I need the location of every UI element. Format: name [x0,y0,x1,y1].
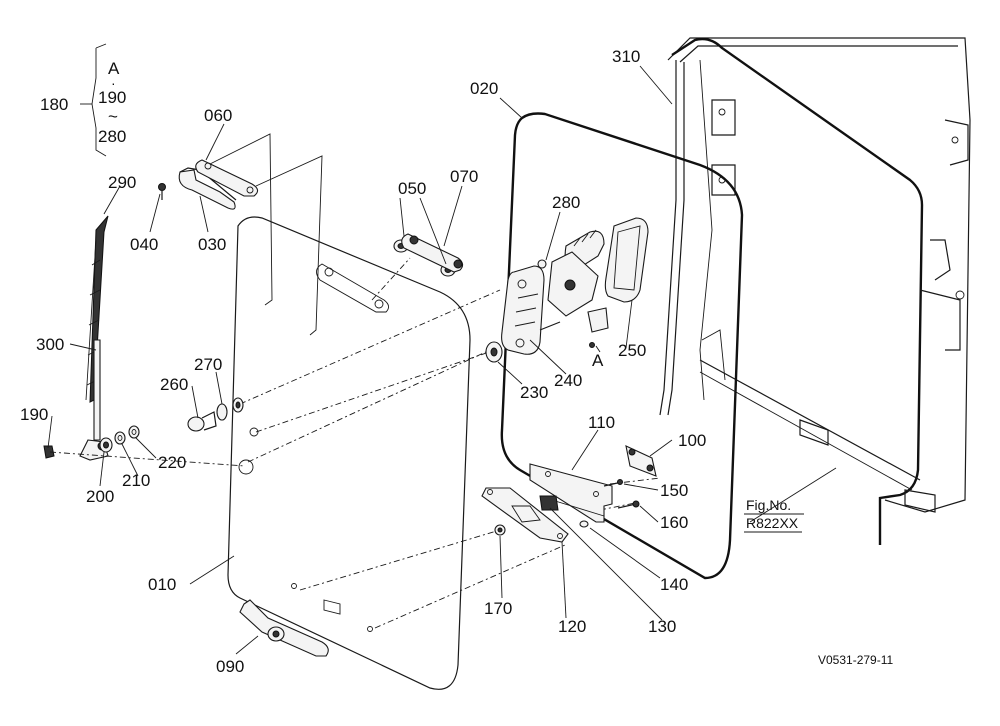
label-200: 200 [86,487,114,506]
label-240: 240 [554,371,582,390]
label-100: 100 [678,431,706,450]
callout-labels: 180 A · 190 ~ 280 060 030 040 290 050 07… [20,47,706,676]
label-300: 300 [36,335,64,354]
glass-holes [238,263,389,632]
wiper-motor [539,229,609,348]
nut-200 [99,437,113,453]
label-120: 120 [558,617,586,636]
door-glass-020 [500,112,744,580]
latch-plate-110 [529,463,613,523]
grommet-230 [485,341,503,363]
fig-ref-number: R822XX [746,515,799,531]
label-050: 050 [398,179,426,198]
drawing-id: V0531-279-11 [818,653,893,667]
label-020: 020 [470,79,498,98]
link-070 [401,233,464,273]
motor-bracket-240 [501,265,545,355]
figure-reference: Fig.No. R822XX [744,497,804,533]
fig-ref-label: Fig.No. [746,497,791,513]
door-glass-010 [227,216,471,690]
washer-280 [537,259,547,269]
label-ref-a: A [592,351,604,370]
screw-150 [603,479,623,487]
label-160: 160 [660,513,688,532]
leader-060 [209,133,323,336]
gasket-060 [195,159,259,197]
label-260: 260 [160,375,188,394]
grommet-270 [216,397,244,421]
label-130: 130 [648,617,676,636]
label-140: 140 [660,575,688,594]
screw-160 [617,500,640,509]
label-180-range-start: 190 [98,88,126,107]
label-150: 150 [660,481,688,500]
motor-cover-250 [604,217,649,303]
label-040: 040 [130,235,158,254]
label-280: 280 [552,193,580,212]
label-230: 230 [520,383,548,402]
label-090: 090 [216,657,244,676]
door-handle-090 [239,599,329,657]
label-060: 060 [204,106,232,125]
label-180-range-end: 280 [98,127,126,146]
label-010: 010 [148,575,176,594]
cap-nut-260 [187,411,217,432]
label-110: 110 [588,413,615,432]
label-170: 170 [484,599,512,618]
nut-170 [494,524,506,536]
cap-190 [43,445,55,459]
door-frame-310 [659,37,971,545]
label-290: 290 [108,173,136,192]
handle-030 [178,167,237,210]
label-250: 250 [618,341,646,360]
label-220: 220 [158,453,186,472]
striker-100 [625,445,657,477]
label-310: 310 [612,47,640,66]
label-180-range-dot: · [111,75,116,91]
label-270: 270 [194,355,222,374]
label-210: 210 [122,471,150,490]
leader-lines [47,43,837,655]
label-030: 030 [198,235,226,254]
label-190: 190 [20,405,48,424]
screw-040 [158,183,166,200]
screw-140 [579,520,589,528]
label-180-range-tilde: ~ [108,107,118,126]
lock-block-130 [539,495,559,511]
label-070: 070 [450,167,478,186]
label-180-range-a: A [108,59,120,78]
label-180: 180 [40,95,68,114]
washer-210 [114,431,126,445]
shaft-line [49,451,246,467]
washer-220 [128,425,140,439]
